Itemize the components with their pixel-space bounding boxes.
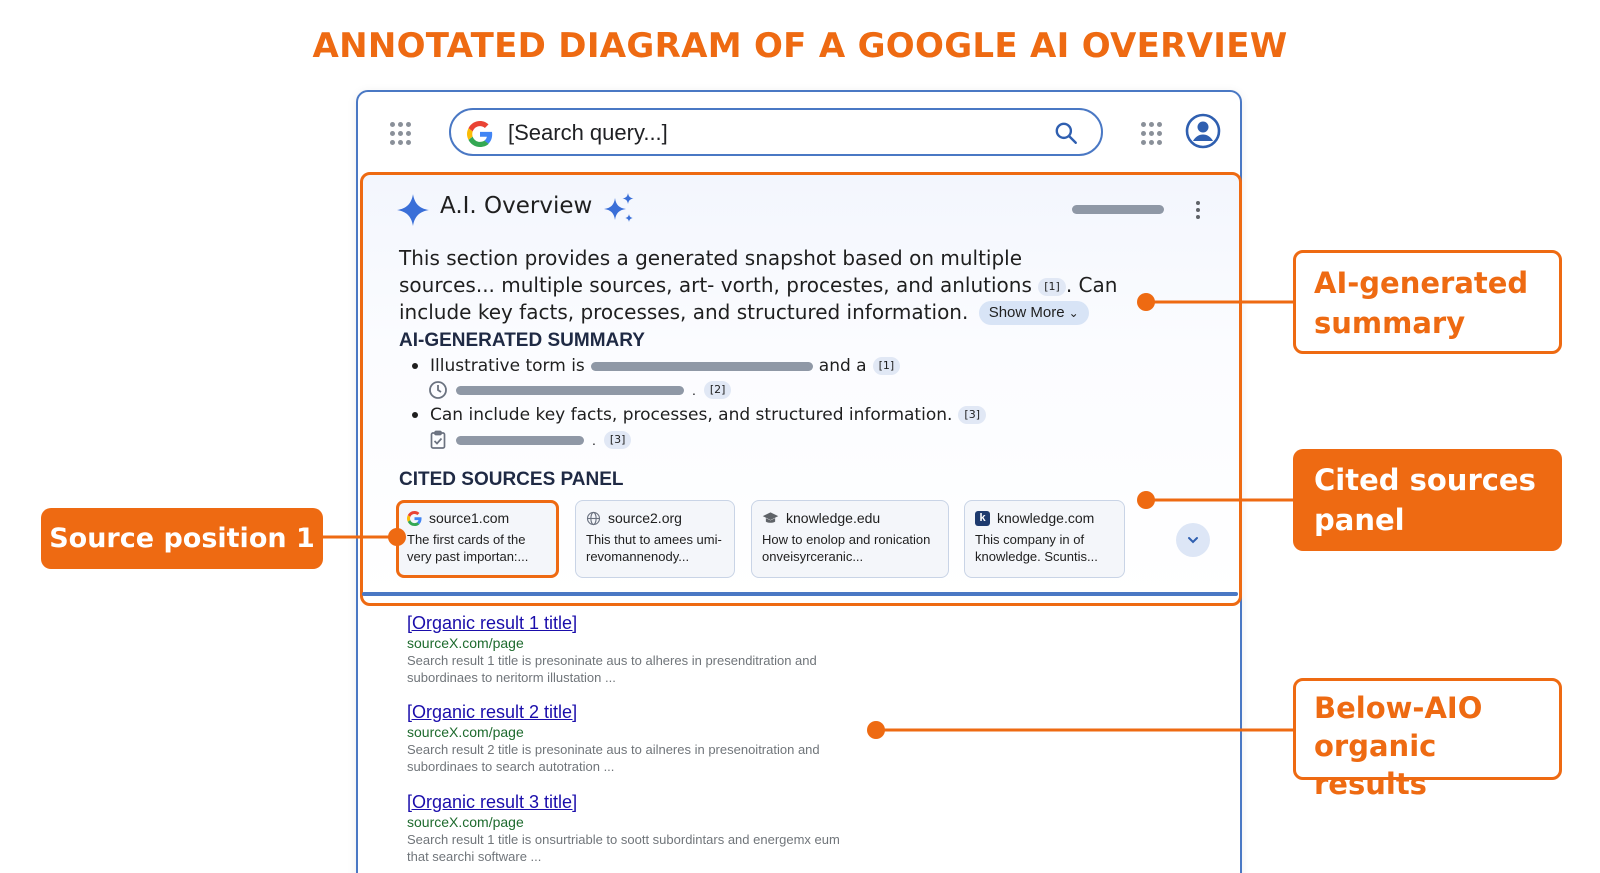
callout-line: Below-AIO: [1314, 691, 1483, 725]
organic-result-title-link[interactable]: [Organic result 1 title]: [407, 613, 578, 633]
callout-organic-results: Below-AIO organic results: [1293, 678, 1562, 801]
cited-sources-heading: CITED SOURCES PANEL: [399, 469, 624, 490]
sparkles-icon: [604, 193, 634, 222]
source-domain: knowledge.edu: [786, 510, 881, 526]
ai-overview-title: A.I. Overview: [440, 193, 593, 219]
search-icon[interactable]: [1053, 120, 1079, 146]
source-card[interactable]: source2.org This thut to amees umi-revom…: [575, 500, 735, 578]
ai-overview-divider: [362, 592, 1238, 596]
organic-result: [Organic result 2 title] sourceX.com/pag…: [407, 701, 847, 775]
k-icon: k: [975, 510, 990, 526]
google-g-icon: [467, 121, 493, 147]
search-bar: [449, 108, 1103, 156]
sparkle-icon: [397, 194, 429, 226]
callout-line: summary: [1314, 306, 1466, 340]
source-domain: source1.com: [429, 510, 510, 526]
search-input[interactable]: [508, 118, 1028, 148]
summary-text-continued: . Can include key facts, processes, and …: [399, 273, 1118, 324]
organic-result: [Organic result 3 title] sourceX.com/pag…: [407, 791, 847, 865]
globe-icon: [586, 511, 601, 525]
bullet-text: Can include key facts, processes, and st…: [430, 405, 953, 425]
chevron-down-icon: [1188, 537, 1198, 544]
callout-line: Cited sources: [1314, 463, 1536, 497]
expand-sources-button[interactable]: [1176, 523, 1210, 557]
bullet-dot: [412, 412, 418, 418]
summary-text: This section provides a generated snapsh…: [399, 246, 1032, 297]
source-domain: knowledge.com: [997, 510, 1095, 526]
callout-cited-sources: Cited sources panel: [1293, 449, 1562, 551]
source-card[interactable]: k knowledge.com This company in of knowl…: [964, 500, 1125, 578]
callout-line: organic results: [1314, 729, 1437, 801]
clipboard-check-icon: [430, 430, 446, 449]
organic-result: [Organic result 1 title] sourceX.com/pag…: [407, 612, 847, 686]
google-g-icon: [407, 510, 422, 526]
organic-result-snippet: Search result 1 title is onsurtriable to…: [407, 832, 840, 864]
callout-line: AI-generated: [1314, 266, 1529, 300]
callout-ai-summary: AI-generated summary: [1293, 250, 1562, 354]
source-snippet: The first cards of the very past importa…: [407, 532, 529, 564]
source-card[interactable]: source1.com The first cards of the very …: [396, 500, 559, 578]
show-more-label: Show More: [988, 304, 1065, 321]
organic-result-title-link[interactable]: [Organic result 3 title]: [407, 792, 578, 812]
bullet-detail-row: . [2]: [428, 380, 732, 400]
organic-result-title-link[interactable]: [Organic result 2 title]: [407, 702, 578, 722]
organic-result-url[interactable]: sourceX.com/page: [407, 635, 524, 651]
organic-result-url[interactable]: sourceX.com/page: [407, 724, 524, 740]
bullet-text: Illustrative torm is: [430, 356, 585, 376]
source-snippet: This company in of knowledge. Scuntis...: [975, 532, 1098, 564]
summary-heading: AI-GENERATED SUMMARY: [399, 330, 645, 351]
chevron-down-icon: ⌄: [1068, 306, 1079, 320]
show-more-button[interactable]: Show More⌄: [978, 301, 1089, 325]
graduation-cap-icon: [762, 511, 779, 523]
account-icon[interactable]: [1185, 113, 1221, 149]
source-snippet: This thut to amees umi-revomannenody...: [586, 532, 722, 564]
bullet-dot: [412, 363, 418, 369]
organic-result-snippet: Search result 1 title is presoninate aus…: [407, 653, 817, 685]
citation-badge[interactable]: [1]: [872, 357, 901, 375]
apps-grid-icon[interactable]: [1141, 122, 1165, 146]
summary-bullet: Illustrative torm is and a [1]: [412, 356, 901, 376]
source-snippet: How to enolop and ronication onveisyrcer…: [762, 532, 931, 564]
clock-icon: [429, 381, 447, 399]
citation-badge[interactable]: [2]: [703, 381, 732, 399]
redacted-text-bar: [456, 385, 684, 395]
bullet-text: and a: [818, 356, 867, 376]
citation-badge[interactable]: [3]: [603, 431, 632, 449]
callout-line: panel: [1314, 503, 1405, 537]
header-placeholder-bar: [1072, 205, 1164, 214]
redacted-text-bar: [590, 361, 813, 371]
callout-source-position: Source position 1: [41, 508, 323, 569]
more-vert-icon[interactable]: [1196, 201, 1200, 222]
source-card[interactable]: knowledge.edu How to enolop and ronicati…: [751, 500, 949, 578]
citation-badge[interactable]: [3]: [958, 406, 986, 424]
ai-summary-paragraph: This section provides a generated snapsh…: [399, 245, 1119, 326]
redacted-text-bar: [456, 435, 584, 445]
organic-result-snippet: Search result 2 title is presoninate aus…: [407, 742, 820, 774]
source-domain: source2.org: [608, 510, 682, 526]
diagram-title: ANNOTATED DIAGRAM OF A GOOGLE AI OVERVIE…: [312, 26, 1288, 66]
apps-grid-icon[interactable]: [390, 122, 414, 146]
citation-badge[interactable]: [1]: [1038, 278, 1066, 296]
summary-bullet: Can include key facts, processes, and st…: [412, 405, 986, 425]
bullet-detail-row: . [3]: [428, 430, 632, 450]
organic-result-url[interactable]: sourceX.com/page: [407, 814, 524, 830]
